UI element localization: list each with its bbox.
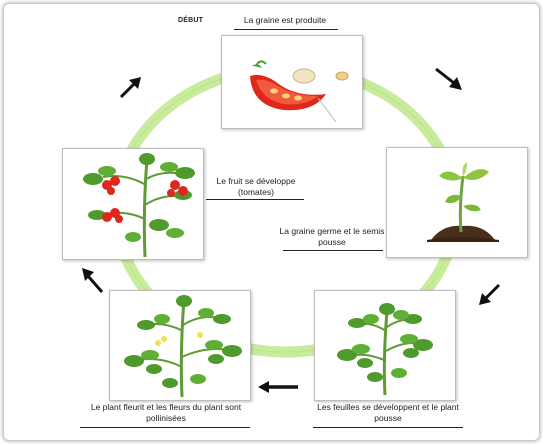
step-flowering-underline	[80, 427, 250, 428]
step-seed-label: La graine est produite	[243, 15, 327, 25]
step-flowering-label: Le plant fleurit et les fleurs du plant …	[90, 402, 242, 423]
step-seed-card	[221, 35, 363, 129]
cycle-arrow-down-left	[479, 283, 501, 305]
step-fruit-label: Le fruit se développe (tomates)	[216, 176, 296, 197]
step-germination-underline	[283, 250, 383, 251]
fruiting-plant-illustration	[83, 153, 195, 258]
cycle-arrow-down-right	[435, 67, 462, 90]
cycle-arrow-up-right	[119, 77, 141, 99]
cycle-arrow-left	[258, 381, 298, 393]
step-leaves-card	[314, 290, 456, 401]
step-seed-underline	[234, 29, 338, 30]
start-label: DÉBUT	[178, 17, 204, 24]
step-leaves-label: Les feuilles se développent et le plant …	[317, 402, 459, 423]
step-flowering-card	[109, 290, 251, 401]
step-leaves-underline	[313, 427, 463, 428]
step-fruit-underline	[206, 199, 304, 200]
flowering-plant-illustration	[124, 295, 242, 398]
step-germination-card	[386, 147, 528, 258]
cycle-arrow-up-left	[82, 268, 104, 293]
step-fruit-card	[62, 148, 204, 260]
young-plant-illustration	[337, 303, 433, 396]
seedling-illustration	[427, 162, 499, 242]
tomato-seed-illustration	[250, 60, 349, 123]
step-germination-label: La graine germe et le semis pousse	[279, 226, 385, 247]
